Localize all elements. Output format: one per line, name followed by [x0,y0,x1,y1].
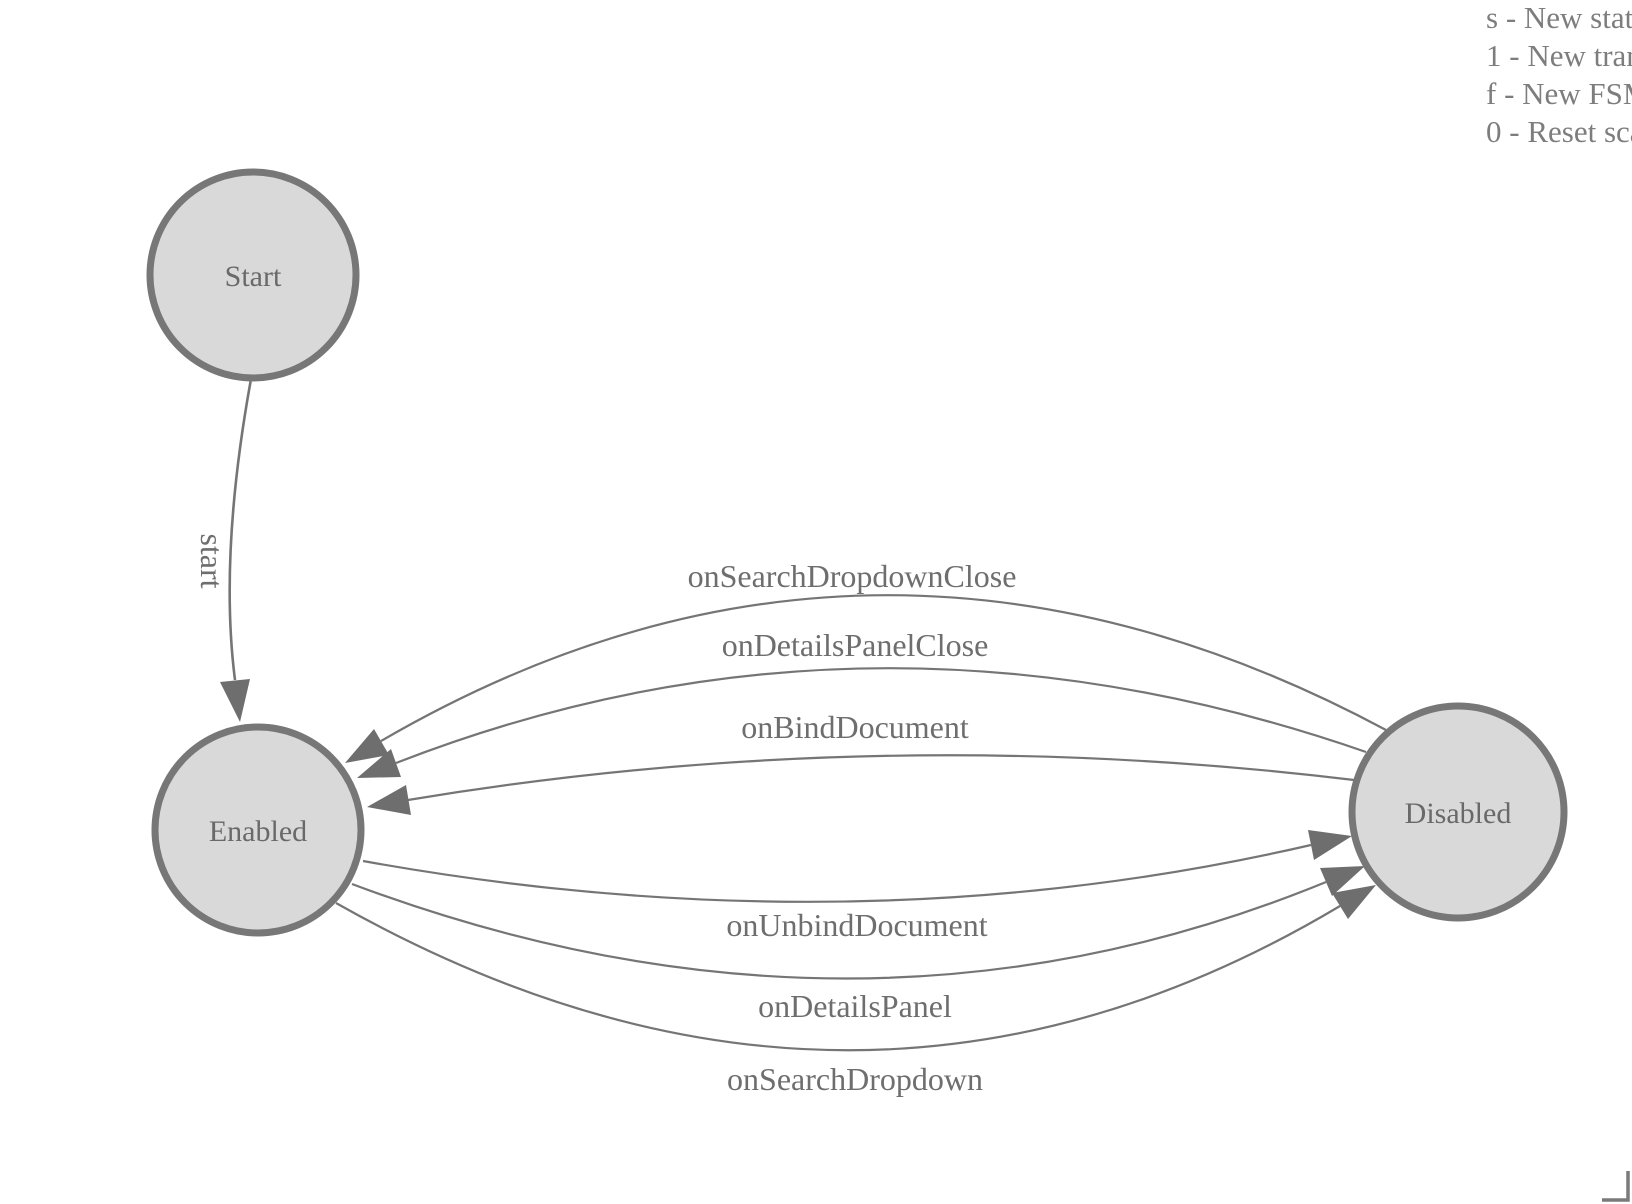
state-node-enabled[interactable]: Enabled [151,723,365,937]
arrowhead [1308,830,1352,860]
edge-label-onUnbindDocument: onUnbindDocument [726,907,987,943]
arrowhead [357,749,401,778]
legend-line-reset: 0 - Reset sca [1486,114,1632,149]
edge-curve[interactable] [362,843,1312,903]
legend-line-new-fsm: f - New FSM [1486,76,1632,111]
transition-edge-onSearchDropdown[interactable]: onSearchDropdown [335,885,1376,1097]
transition-edge-onSearchDropdownClose[interactable]: onSearchDropdownClose [345,558,1387,763]
legend-line-new-transition: 1 - New tran [1486,38,1632,73]
arrowhead [1332,885,1376,919]
state-node-start[interactable]: Start [146,168,360,382]
state-circle[interactable] [151,723,365,937]
transition-edge-onDetailsPanelClose[interactable]: onDetailsPanelClose [357,627,1367,778]
edge-curve[interactable] [351,880,1327,980]
legend-line-new-state: s - New stat [1486,0,1632,35]
shortcut-legend: s - New stat 1 - New tran f - New FSM 0 … [1486,0,1632,149]
edge-label-onSearchDropdown: onSearchDropdown [727,1061,983,1097]
edge-curve[interactable] [380,594,1387,742]
state-label-start: Start [225,260,282,293]
transition-edge-start[interactable]: start [194,378,253,722]
edge-curve[interactable] [395,667,1367,765]
state-label-disabled: Disabled [1405,797,1512,830]
edge-label-onBindDocument: onBindDocument [741,709,969,745]
arrowhead [345,729,389,763]
edge-curve[interactable] [407,754,1355,802]
transition-edge-onDetailsPanel[interactable]: onDetailsPanel [351,866,1365,1024]
edge-label-onSearchDropdownClose: onSearchDropdownClose [688,558,1017,594]
arrowhead [1320,866,1365,896]
canvas-corner-mark [1602,1171,1630,1202]
transition-edge-onUnbindDocument[interactable]: onUnbindDocument [362,830,1352,943]
transition-edge-onBindDocument[interactable]: onBindDocument [367,709,1355,815]
edge-label-onDetailsPanel: onDetailsPanel [758,988,952,1024]
edge-curve[interactable] [228,378,253,681]
state-node-disabled[interactable]: Disabled [1348,702,1568,922]
arrowhead [367,785,411,815]
edge-label-start: start [194,533,230,588]
state-circle[interactable] [146,168,360,382]
edge-label-onDetailsPanelClose: onDetailsPanelClose [722,627,989,663]
state-circle[interactable] [1348,702,1568,922]
state-label-enabled: Enabled [209,815,307,848]
arrowhead [220,679,250,722]
edge-curve[interactable] [335,902,1341,1052]
